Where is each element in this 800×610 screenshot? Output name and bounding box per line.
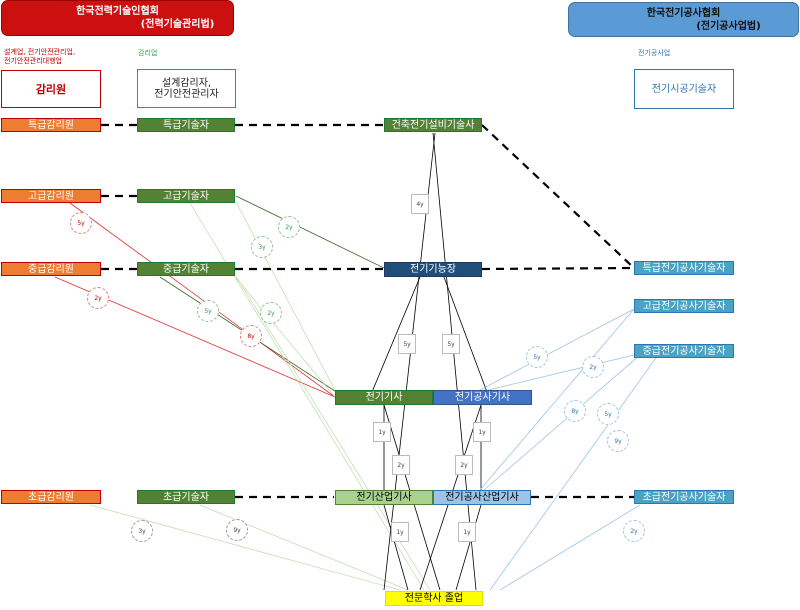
supervisor-category-box: 감리원 — [1, 70, 101, 108]
node-master-craftsman: 전기기능장 — [384, 262, 482, 277]
badge-years: 1y — [473, 422, 491, 442]
badge-years: 4y — [411, 194, 429, 214]
node-special-supervisor: 특급감리원 — [1, 118, 101, 132]
badge-years: 9y — [607, 430, 629, 452]
badge-years: 2y — [623, 520, 645, 542]
badge-years: 8y — [564, 400, 586, 422]
badge-years: 1y — [373, 422, 391, 442]
left-association-header: 한국전력기술인협회 (전력기술관리법) — [1, 0, 234, 36]
node-intermediate-supervisor: 중급감리원 — [1, 262, 101, 276]
badge-years: 2y — [278, 216, 300, 238]
node-construction-engineer: 전기공사기사 — [433, 390, 532, 405]
badge-years: 2y — [455, 455, 473, 475]
node-senior-supervisor: 고급감리원 — [1, 189, 101, 203]
node-special-technician: 특급기술자 — [137, 118, 235, 132]
badge-years: 2y — [87, 287, 109, 309]
node-senior-construction-tech: 고급전기공사기술자 — [634, 299, 734, 313]
badge-years: 5y — [597, 403, 619, 425]
badge-years: 5y — [197, 300, 219, 322]
left-association-title: 한국전력기술인협회 — [76, 6, 159, 17]
node-associate-degree: 전문학사 졸업 — [385, 591, 483, 606]
badge-years: 1y — [458, 522, 476, 542]
supervision-caption: 감리업 — [138, 49, 158, 57]
badge-years: 8y — [240, 325, 262, 347]
node-construction-industrial-engineer: 전기공사산업기사 — [433, 490, 531, 505]
badge-years: 5y — [442, 334, 460, 354]
right-association-header: 한국전기공사협회 (전기공사업법) — [568, 2, 799, 37]
node-intermediate-technician: 중급기술자 — [137, 262, 235, 276]
left-association-law: (전력기술관리법) — [140, 19, 215, 30]
badge-years: 3y — [251, 236, 273, 258]
node-junior-supervisor: 초급감리원 — [1, 490, 101, 504]
node-junior-technician: 초급기술자 — [137, 490, 235, 504]
right-association-law: (전기공사업법) — [696, 20, 761, 32]
construction-caption: 전기공사업 — [638, 49, 671, 57]
node-industrial-engineer: 전기산업기사 — [335, 490, 433, 505]
node-special-construction-tech: 특급전기공사기술자 — [634, 261, 734, 275]
constructor-category-box: 전기시공기술자 — [634, 69, 734, 109]
badge-years: 9y — [226, 519, 248, 541]
node-electrical-engineer: 전기기사 — [335, 390, 433, 405]
badge-years: 3y — [131, 520, 153, 542]
supervisor-caption: 설계업, 전기안전관리업, 전기안전관리대행업 — [4, 48, 76, 65]
right-association-title: 한국전기공사협회 — [646, 7, 721, 19]
badge-years: 1y — [391, 522, 409, 542]
badge-years: 5y — [70, 212, 92, 234]
node-intermediate-construction-tech: 중급전기공사기술자 — [634, 344, 734, 358]
badge-years: 2y — [582, 356, 604, 378]
badge-years: 5y — [398, 334, 416, 354]
badge-years: 5y — [526, 346, 548, 368]
node-junior-construction-tech: 초급전기공사기술자 — [634, 490, 734, 504]
badge-years: 2y — [392, 455, 410, 475]
node-senior-technician: 고급기술자 — [137, 189, 235, 203]
badge-years: 2y — [260, 302, 282, 324]
designer-category-box: 설계감리자, 전기안전관리자 — [137, 69, 236, 108]
node-building-electrical-professional: 건축전기설비기술사 — [384, 118, 482, 132]
